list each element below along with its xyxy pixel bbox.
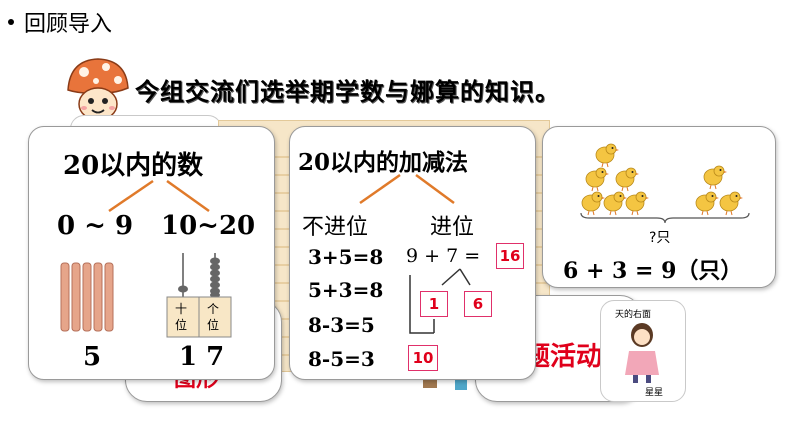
place-ones: 个 位	[207, 302, 220, 332]
count-right: 1 7	[179, 342, 225, 372]
place-tens: 十 位	[175, 302, 188, 332]
add-subtract-card: 20以内的加减法 不进位 进位 3+5=8 5+3=8 8-3=5 8-5=3 …	[289, 126, 536, 380]
count-left: 5	[83, 342, 102, 372]
split-b-box: 6	[464, 291, 492, 317]
carry-label: 进位	[430, 215, 475, 240]
range-left: 0 ~ 9	[57, 211, 134, 241]
equation-1: 3+5=8	[308, 245, 384, 269]
range-right: 10~20	[161, 211, 256, 241]
branch-lines	[359, 173, 455, 205]
chick-icon	[703, 165, 728, 190]
numbers-card-title: 20以内的数	[63, 151, 204, 181]
split-a-box: 1	[420, 291, 448, 317]
no-carry-label: 不进位	[302, 215, 369, 240]
section-heading: 回顾导入	[8, 6, 112, 38]
mushroom-mascot-icon	[67, 58, 129, 121]
chick-equation: 6 + 3 = 9（只）	[563, 258, 743, 284]
equation-2: 5+3=8	[308, 278, 384, 302]
numbers-card: 20以内的数 0 ~ 9 10~20 十 位 个 位 5 1 7	[28, 126, 275, 380]
counting-sticks-icon	[60, 262, 114, 332]
girl-figure-icon	[625, 323, 659, 383]
bullet-dot	[8, 19, 14, 25]
add-subtract-title: 20以内的加减法	[298, 149, 469, 176]
chick-icon	[595, 143, 620, 168]
branch-lines	[108, 179, 210, 213]
story-caption: 天的右面	[615, 310, 652, 320]
brace-icon	[580, 212, 750, 224]
equation-3: 8-3=5	[308, 313, 375, 337]
discussion-prompt: 今组交流们选举期学数与娜算的知识。	[135, 78, 560, 106]
carry-expression: 9 + 7 =	[406, 245, 481, 267]
section-heading-text: 回顾导入	[24, 12, 113, 37]
question-label: ?只	[649, 230, 671, 246]
carry-result-box: 16	[496, 243, 524, 269]
abacus-icon	[166, 253, 232, 338]
chick-icon	[615, 167, 640, 192]
chick-problem-card: ?只 6 + 3 = 9（只）	[542, 126, 776, 288]
equation-4: 8-5=3	[308, 347, 375, 371]
ten-box: 10	[408, 345, 438, 371]
background-label-right: 题活动	[524, 342, 603, 372]
chick-icon	[585, 167, 610, 192]
split-lines	[409, 268, 471, 334]
story-name: 星星	[645, 388, 664, 398]
story-card: 天的右面 星星	[600, 300, 686, 402]
